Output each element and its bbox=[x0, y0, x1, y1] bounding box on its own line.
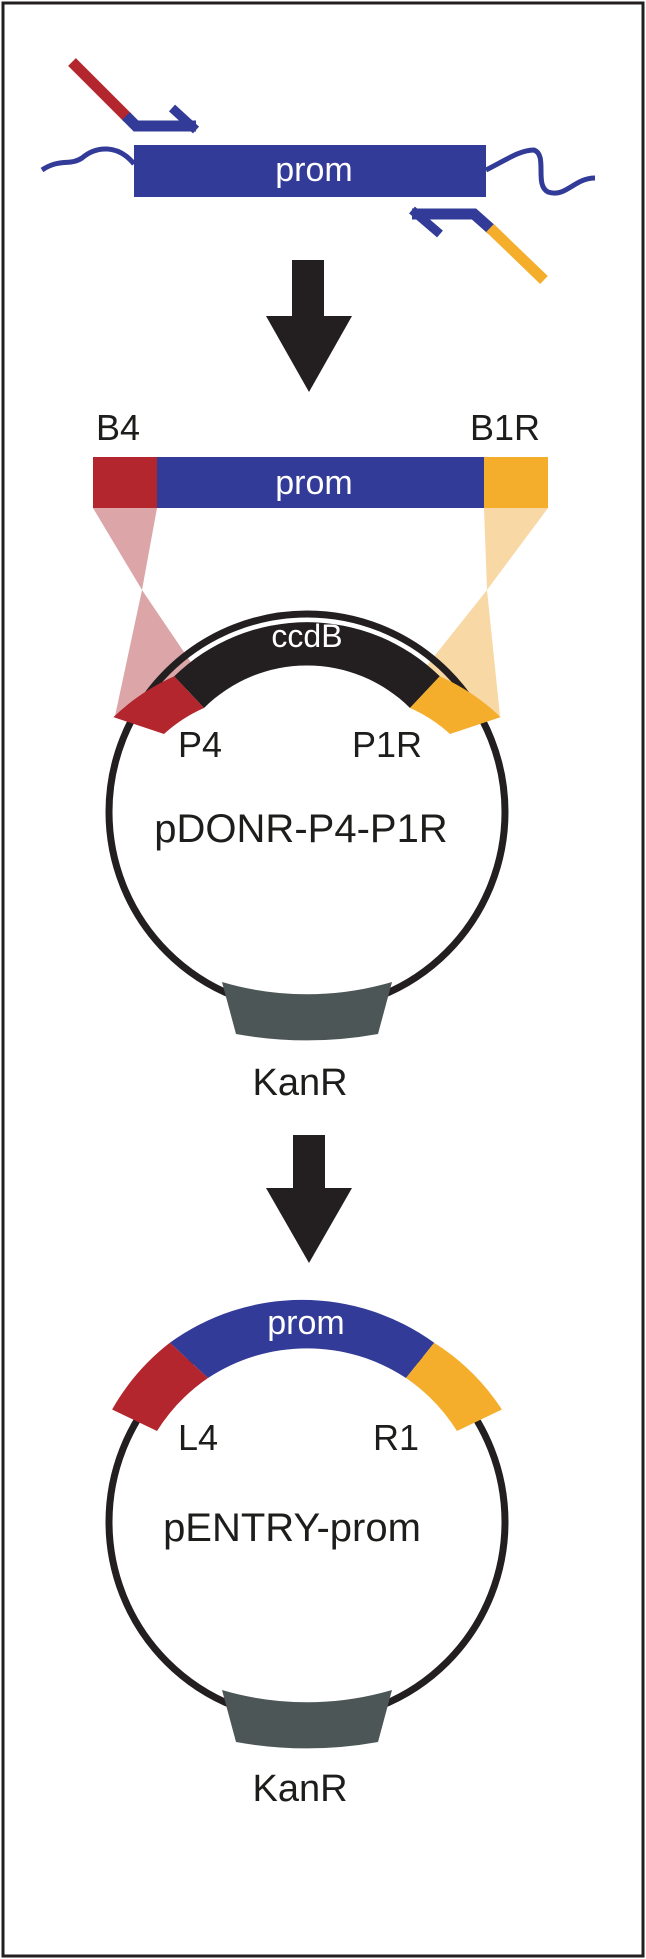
attb4-site bbox=[93, 457, 157, 508]
attp4-site bbox=[113, 676, 204, 734]
reverse-primer-tail bbox=[486, 224, 548, 284]
entry-kanr-label: KanR bbox=[252, 1768, 347, 1810]
attr1-site bbox=[406, 1342, 502, 1431]
attb1r-site bbox=[484, 457, 548, 508]
pcr-insert-bar bbox=[134, 145, 486, 197]
entry-kanr-gene bbox=[222, 1690, 392, 1749]
forward-primer-annealing bbox=[122, 112, 196, 132]
entry-insert bbox=[169, 1299, 435, 1378]
attb-insert-label: prom bbox=[275, 464, 352, 502]
forward-primer-arrowhead bbox=[168, 104, 200, 134]
attp1r-site bbox=[410, 676, 501, 734]
ccdb-gene bbox=[174, 622, 440, 708]
entry-insert-label: prom bbox=[267, 1304, 344, 1342]
attb-fragment: B4 B1R prom bbox=[93, 407, 548, 508]
ccdb-label: ccdB bbox=[271, 618, 342, 654]
donor-vector: ccdB P4 P1R pDONR-P4-P1R KanR bbox=[105, 610, 509, 1104]
donor-kanr-label: KanR bbox=[252, 1062, 347, 1104]
l4-label: L4 bbox=[178, 1417, 218, 1458]
entry-vector: prom L4 R1 pENTRY-prom KanR bbox=[105, 1299, 509, 1810]
donor-vector-name: pDONR-P4-P1R bbox=[154, 807, 447, 851]
attb-right-site-label: B1R bbox=[470, 407, 540, 448]
down-arrow-icon bbox=[266, 260, 352, 392]
pcr-insert-label: prom bbox=[275, 151, 352, 189]
r1-label: R1 bbox=[373, 1417, 419, 1458]
reverse-primer-annealing bbox=[412, 208, 496, 235]
attl4-site bbox=[112, 1342, 208, 1431]
pcr-product: prom bbox=[40, 58, 596, 284]
left-dna-tail bbox=[40, 146, 136, 173]
donor-kanr-gene bbox=[222, 982, 392, 1041]
entry-vector-name: pENTRY-prom bbox=[163, 1506, 421, 1550]
forward-primer-tail bbox=[68, 58, 132, 122]
attb-insert-bar bbox=[157, 457, 484, 508]
p1r-label: P1R bbox=[352, 724, 422, 765]
down-arrow-icon bbox=[266, 1135, 352, 1263]
reverse-primer-arrowhead bbox=[409, 206, 443, 238]
p4-label: P4 bbox=[178, 724, 222, 765]
right-dna-tail bbox=[484, 147, 596, 196]
attb-left-site-label: B4 bbox=[96, 407, 140, 448]
